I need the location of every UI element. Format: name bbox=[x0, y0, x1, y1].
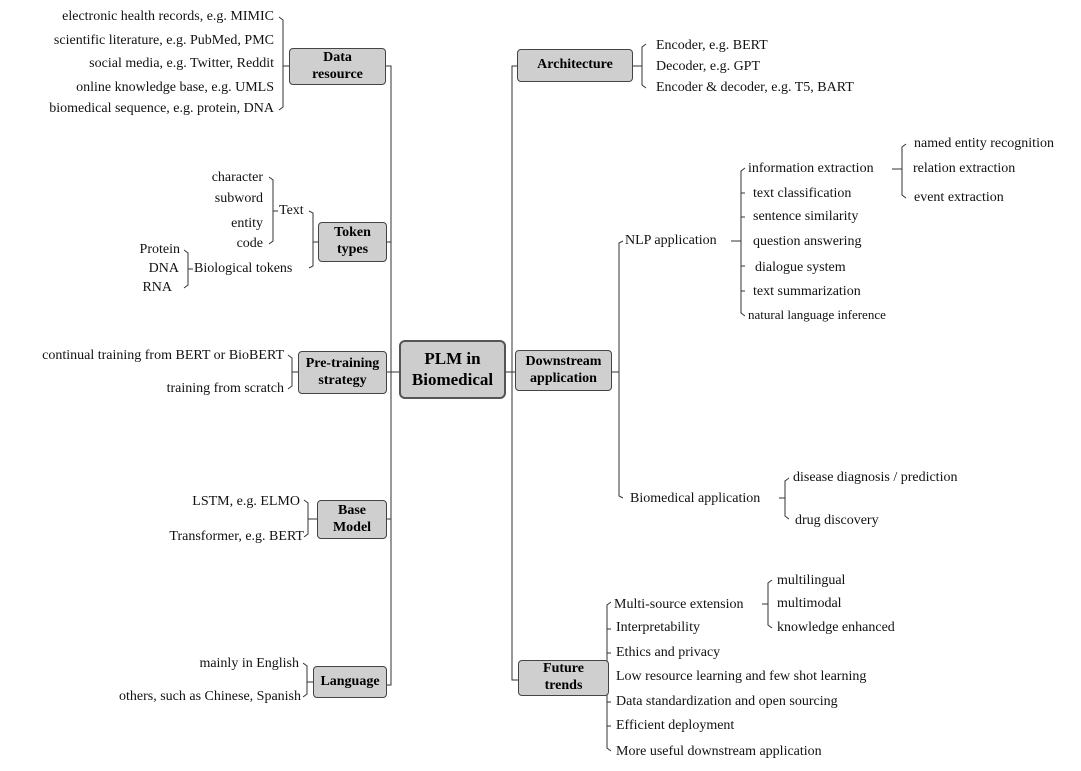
bracket-text bbox=[268, 176, 274, 245]
nlp-application-item: text summarization bbox=[753, 284, 861, 299]
text-token-item: subword bbox=[214, 191, 263, 206]
bio-token-item: Protein bbox=[139, 242, 180, 257]
mse-subitem: multimodal bbox=[777, 596, 842, 611]
data-resource-item: social media, e.g. Twitter, Reddit bbox=[89, 56, 274, 71]
pretraining-item: continual training from BERT or BioBERT bbox=[42, 348, 284, 363]
bracket-nlp bbox=[740, 167, 746, 317]
center-node: PLM in Biomedical bbox=[399, 340, 506, 399]
bracket-mse bbox=[767, 579, 773, 629]
bio-token-item: DNA bbox=[148, 261, 179, 276]
language-box: Language bbox=[313, 666, 387, 698]
base-model-item: Transformer, e.g. BERT bbox=[169, 529, 304, 544]
future-trend-item: Low resource learning and few shot learn… bbox=[616, 669, 867, 684]
architecture-item: Encoder & decoder, e.g. T5, BART bbox=[656, 80, 854, 95]
bracket-ie bbox=[901, 143, 907, 199]
architecture-box: Architecture bbox=[517, 49, 633, 82]
downstream-application-box: Downstream application bbox=[515, 350, 612, 391]
data-resource-box: Data resource bbox=[289, 48, 386, 85]
ie-subitem: named entity recognition bbox=[914, 136, 1054, 151]
data-resource-item: online knowledge base, e.g. UMLS bbox=[76, 80, 274, 95]
nlp-application-item: sentence similarity bbox=[753, 209, 859, 224]
bracket-downstream bbox=[618, 240, 624, 499]
bio-token-item: RNA bbox=[142, 280, 172, 295]
bracket-architecture bbox=[641, 43, 647, 89]
data-resource-item: electronic health records, e.g. MIMIC bbox=[62, 9, 274, 24]
pretraining-strategy-box: Pre-training strategy bbox=[298, 351, 387, 394]
bracket-token-types bbox=[308, 210, 314, 269]
base-model-box: Base Model bbox=[317, 500, 387, 539]
nlp-application-item: text classification bbox=[753, 186, 852, 201]
text-token-label: Text bbox=[279, 203, 304, 218]
text-token-item: entity bbox=[231, 216, 263, 231]
language-item: others, such as Chinese, Spanish bbox=[119, 689, 301, 704]
mse-subitem: knowledge enhanced bbox=[777, 620, 895, 635]
data-resource-item: biomedical sequence, e.g. protein, DNA bbox=[49, 101, 274, 116]
nlp-application-item: natural language inference bbox=[748, 307, 886, 322]
future-trend-item: More useful downstream application bbox=[616, 744, 822, 759]
bracket-base-model bbox=[303, 499, 309, 538]
biomedical-application-label: Biomedical application bbox=[630, 491, 761, 506]
biomedical-application-item: disease diagnosis / prediction bbox=[793, 470, 958, 485]
future-trend-item: Data standardization and open sourcing bbox=[616, 694, 838, 709]
text-token-item: character bbox=[211, 170, 263, 185]
future-trend-item: Interpretability bbox=[616, 620, 700, 635]
architecture-item: Encoder, e.g. BERT bbox=[656, 38, 768, 53]
data-resource-item: scientific literature, e.g. PubMed, PMC bbox=[53, 33, 274, 48]
architecture-item: Decoder, e.g. GPT bbox=[656, 59, 761, 74]
nlp-application-item: information extraction bbox=[748, 161, 874, 176]
nlp-application-item: question answering bbox=[753, 234, 862, 249]
biomedical-application-item: drug discovery bbox=[795, 513, 879, 528]
ie-subitem: relation extraction bbox=[913, 161, 1016, 176]
bracket-bio bbox=[183, 249, 189, 289]
bracket-ticks bbox=[741, 192, 745, 292]
pretraining-item: training from scratch bbox=[166, 381, 284, 396]
left-trunk bbox=[386, 65, 392, 686]
right-trunk bbox=[511, 65, 518, 681]
nlp-application-item: dialogue system bbox=[755, 260, 846, 275]
bracket-ticks bbox=[607, 628, 611, 727]
text-token-item: code bbox=[236, 236, 263, 251]
bracket-pretraining bbox=[287, 354, 293, 390]
nlp-application-label: NLP application bbox=[625, 233, 717, 248]
mse-subitem: multilingual bbox=[777, 573, 846, 588]
bracket-bio-app bbox=[784, 477, 790, 520]
token-types-box: Token types bbox=[318, 222, 387, 262]
bracket-language bbox=[302, 662, 308, 698]
future-trend-item: Efficient deployment bbox=[616, 718, 735, 733]
bio-token-label: Biological tokens bbox=[194, 261, 293, 276]
base-model-item: LSTM, e.g. ELMO bbox=[192, 494, 300, 509]
future-trends-box: Future trends bbox=[518, 660, 609, 696]
future-trend-item: Ethics and privacy bbox=[616, 645, 721, 660]
language-item: mainly in English bbox=[199, 656, 299, 671]
future-trend-item: Multi-source extension bbox=[614, 597, 744, 612]
ie-subitem: event extraction bbox=[914, 190, 1004, 205]
bracket-data-resource bbox=[278, 16, 284, 111]
